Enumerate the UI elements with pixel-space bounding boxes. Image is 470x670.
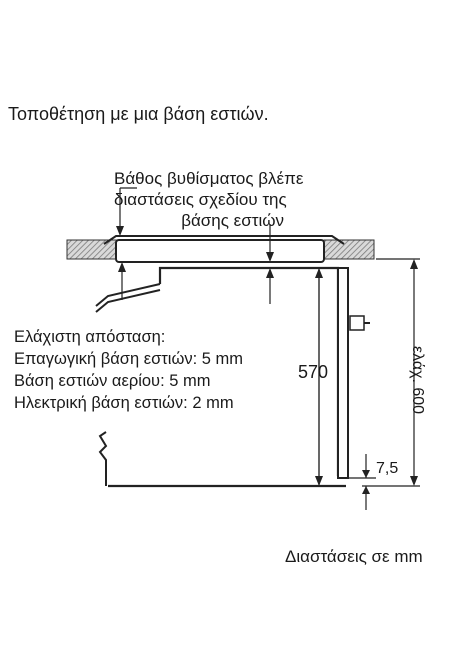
dimension-7-5	[348, 454, 376, 510]
base-gap-label: 7,5	[376, 460, 399, 477]
clearance-induction: Επαγωγική βάση εστιών: 5 mm	[14, 350, 244, 368]
gap-arrows	[118, 224, 274, 304]
min-clearance-block: Ελάχιστη απόσταση: Επαγωγική βάση εστιών…	[14, 326, 243, 414]
page-title: Τοποθέτηση με μια βάση εστιών.	[8, 104, 269, 124]
min-niche-label-box: ελάχ. 600	[397, 320, 437, 440]
min-niche-label: ελάχ. 600	[409, 345, 426, 415]
depth-note-line: βάσης εστιών	[181, 211, 284, 230]
clearance-electric: Ηλεκτρική βάση εστιών: 2 mm	[14, 394, 234, 412]
dimension-600	[362, 258, 420, 487]
dimension-570	[315, 268, 323, 486]
oven-height-label: 570	[298, 362, 329, 382]
clearance-gas: Βάση εστιών αερίου: 5 mm	[14, 372, 211, 390]
depth-note: Βάθος βυθίσματος βλέπε διαστάσεις σχεδίο…	[114, 168, 304, 231]
hob	[103, 235, 345, 263]
depth-note-line: διαστάσεις σχεδίου της	[114, 190, 287, 209]
worktop	[66, 239, 375, 260]
depth-note-line: Βάθος βυθίσματος βλέπε	[114, 169, 304, 188]
depth-leader	[116, 187, 137, 236]
oven-door	[337, 267, 370, 479]
min-clearance-heading: Ελάχιστη απόσταση:	[14, 328, 166, 346]
units-note: Διαστάσεις σε mm	[285, 547, 423, 566]
